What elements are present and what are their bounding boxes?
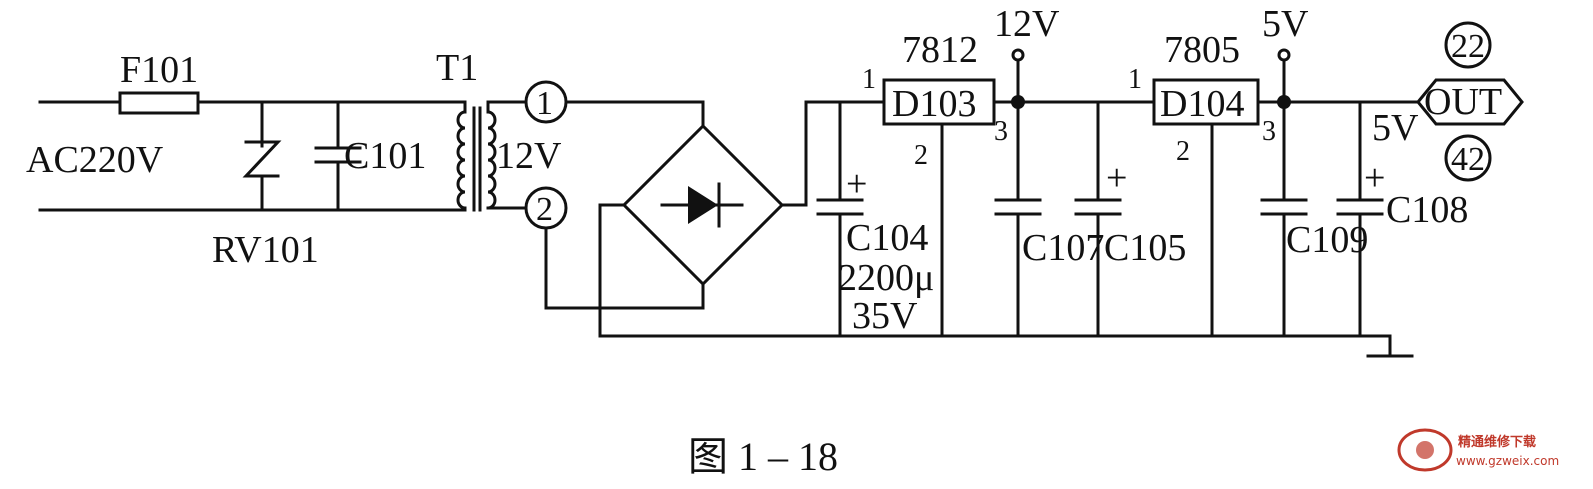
- label-c104-voltage: 35V: [852, 295, 918, 337]
- connector-22-circle: [1444, 21, 1492, 69]
- label-pin-1: 1: [536, 85, 553, 122]
- label-reg2-pin1: 1: [1128, 64, 1142, 95]
- label-reg1-type: 7812: [902, 29, 978, 71]
- bridge-rectifier: [621, 123, 785, 287]
- out-connector: [1416, 78, 1524, 126]
- capacitor-c101: [314, 100, 362, 212]
- bridge-input-wires: [544, 100, 705, 310]
- label-varistor: RV101: [212, 229, 319, 271]
- label-transformer-out: 12V: [496, 135, 562, 177]
- label-c101: C101: [344, 135, 426, 177]
- label-ac-input: AC220V: [26, 139, 164, 181]
- label-plus-c104: +: [846, 163, 867, 205]
- ac-input-wires: [38, 100, 467, 212]
- capacitor-c104: [816, 100, 864, 338]
- label-plus-c108: +: [1364, 157, 1385, 199]
- label-c107: C107: [1022, 227, 1104, 269]
- capacitor-c109: [1260, 100, 1308, 338]
- label-plus-c105: +: [1106, 157, 1127, 199]
- label-rail-12v: 12V: [994, 3, 1060, 45]
- capacitor-c105: [1074, 100, 1122, 338]
- label-reg2-ref: D104: [1160, 83, 1244, 125]
- figure-caption: 图 1 – 18: [688, 434, 838, 479]
- label-transformer: T1: [436, 47, 478, 89]
- label-reg1-pin3: 3: [994, 116, 1008, 147]
- label-reg2-pin2: 2: [1176, 136, 1190, 167]
- label-rail-5v: 5V: [1262, 3, 1309, 45]
- label-fuse: F101: [120, 49, 198, 91]
- label-c108: C108: [1386, 189, 1468, 231]
- ground-symbol: [1366, 334, 1414, 358]
- connector-42-circle: [1444, 134, 1492, 182]
- label-reg1-ref: D103: [892, 83, 976, 125]
- watermark-eye-icon: [1397, 428, 1453, 472]
- label-c105: C105: [1104, 227, 1186, 269]
- watermark-name: 精通维修下载: [1458, 434, 1536, 450]
- watermark-url: www.gzweix.com: [1456, 454, 1559, 468]
- watermark: 精通维修下载 www.gzweix.com: [1397, 428, 1559, 472]
- label-c104-value: 2200μ: [838, 257, 934, 299]
- capacitor-c107: [994, 100, 1042, 338]
- label-pin-2: 2: [536, 191, 553, 228]
- fuse-f101: [118, 91, 200, 115]
- label-c104: C104: [846, 217, 928, 259]
- transformer-t1: [456, 100, 527, 212]
- label-c109: C109: [1286, 219, 1368, 261]
- rail-5v-node: [1256, 48, 1420, 109]
- bridge-output-wires: [598, 100, 886, 338]
- label-out: OUT: [1424, 81, 1502, 123]
- varistor-rv101: [242, 100, 282, 212]
- label-connector-22: 22: [1451, 28, 1485, 65]
- capacitor-c108: [1336, 100, 1384, 338]
- label-connector-42: 42: [1451, 141, 1485, 178]
- label-reg1-pin1: 1: [862, 64, 876, 95]
- label-reg1-pin2: 2: [914, 140, 928, 171]
- label-out-5v: 5V: [1372, 107, 1419, 149]
- label-reg2-type: 7805: [1164, 29, 1240, 71]
- label-reg2-pin3: 3: [1262, 116, 1276, 147]
